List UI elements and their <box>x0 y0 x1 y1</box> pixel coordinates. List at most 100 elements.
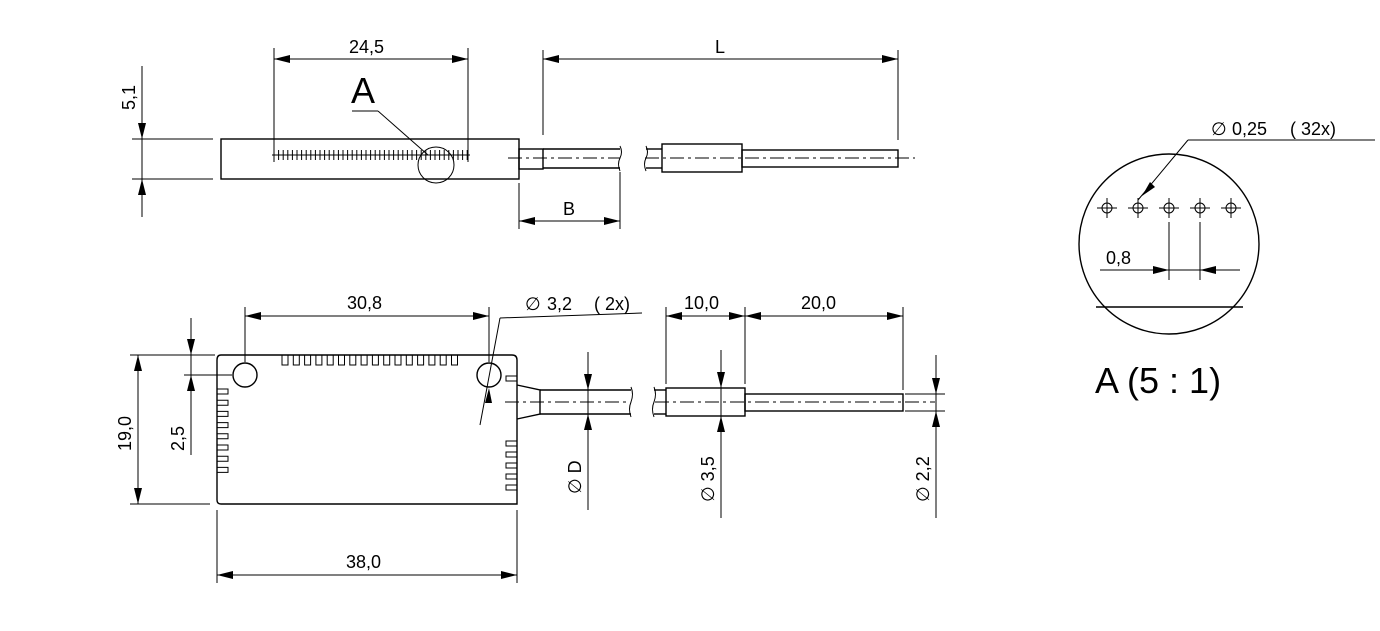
detail-view: ∅ 0,25 ( 32x) 0,8 A (5 : 1) <box>1078 119 1375 401</box>
arrow <box>485 388 492 403</box>
mounting-hole-left <box>232 362 258 388</box>
vent-slot <box>217 433 229 440</box>
dim-label-30-8: 30,8 <box>347 293 382 313</box>
vent-slot <box>217 399 229 406</box>
vent-slot <box>405 355 413 366</box>
detail-circle-large <box>1078 153 1260 335</box>
pads <box>1097 198 1241 218</box>
dim-label-3-5: ∅ 3,5 <box>698 456 718 502</box>
slots-right <box>505 375 517 491</box>
vent-slot <box>394 355 402 366</box>
comb-ticks <box>273 150 468 160</box>
arrow <box>932 378 940 394</box>
arrow <box>932 411 940 427</box>
dim-hole-dia-symbol: ∅ <box>525 294 541 314</box>
vent-slot <box>217 388 229 395</box>
vent-slot <box>505 375 517 382</box>
slots-top <box>281 355 458 366</box>
dim-label-20-0: 20,0 <box>801 293 836 313</box>
top-view: A 24,5 L 5,1 <box>119 37 915 229</box>
arrow <box>519 217 535 225</box>
tail-top <box>741 149 899 168</box>
dim-label-D: ∅ D <box>565 460 585 494</box>
arrow <box>217 571 233 579</box>
hole-leader-underline <box>499 312 643 319</box>
vent-slot <box>326 355 334 366</box>
detail-circle <box>417 146 455 184</box>
arrow <box>666 312 682 320</box>
detail-marker-label: A <box>351 70 375 111</box>
slots-left <box>217 388 229 473</box>
vent-slot <box>217 455 229 462</box>
vent-slot <box>281 355 289 366</box>
arrow <box>882 55 898 63</box>
dim-label-38-0: 38,0 <box>346 552 381 572</box>
vent-slot <box>371 355 379 366</box>
arrow <box>138 123 146 139</box>
vent-slot <box>505 462 517 469</box>
arrow <box>1153 266 1169 274</box>
sensor-body-top <box>220 138 520 180</box>
dim-label-24-5: 24,5 <box>349 37 384 57</box>
vent-slot <box>338 355 345 366</box>
vent-slot <box>417 355 425 366</box>
tail-front <box>744 393 904 412</box>
arrow <box>1200 266 1216 274</box>
arrow <box>584 374 592 390</box>
arrow <box>245 312 261 320</box>
mounting-hole-right <box>476 362 502 388</box>
detail-pad-diameter: 0,25 <box>1232 119 1267 139</box>
dim-label-2-2: ∅ 2,2 <box>913 456 933 502</box>
break-line-front-right <box>652 386 656 418</box>
arrow <box>717 416 725 432</box>
front-view: ∅ 3,2 ( 2x) 30,8 10,0 20,0 <box>115 293 945 583</box>
vent-slot <box>304 355 312 366</box>
vent-slot <box>292 355 300 366</box>
arrow <box>187 375 195 391</box>
vent-slot <box>505 451 517 458</box>
vent-slot <box>349 355 357 366</box>
vent-slot <box>217 444 229 451</box>
dim-label-5-1: 5,1 <box>119 85 139 110</box>
dim-label-B: B <box>563 199 575 219</box>
arrow <box>543 55 559 63</box>
sensor-body-front <box>216 354 518 505</box>
arrow <box>501 571 517 579</box>
break-line-front-left <box>629 386 633 418</box>
arrow <box>473 312 489 320</box>
arrow <box>134 355 142 371</box>
arrow <box>584 414 592 430</box>
vent-slot <box>315 355 323 366</box>
detail-leader <box>377 110 429 156</box>
vent-slot <box>505 484 517 491</box>
arrow <box>134 488 142 504</box>
detail-pad-count: ( 32x) <box>1290 119 1336 139</box>
arrow <box>274 55 290 63</box>
arrow <box>452 55 468 63</box>
vent-slot <box>360 355 368 366</box>
dim-hole-dia: 3,2 <box>547 294 572 314</box>
vent-slot <box>505 440 517 447</box>
vent-slot <box>451 355 458 366</box>
break-line-left <box>618 145 622 172</box>
vent-slot <box>439 355 447 366</box>
detail-dia-symbol: ∅ <box>1211 119 1227 139</box>
arrow <box>887 312 903 320</box>
cable-top <box>518 148 544 170</box>
arrow <box>1142 182 1155 196</box>
dim-label-L: L <box>715 37 725 57</box>
vent-slot <box>217 422 229 429</box>
dim-label-2-5: 2,5 <box>168 426 188 451</box>
vent-slot <box>217 466 229 473</box>
arrow <box>717 372 725 388</box>
detail-title: A (5 : 1) <box>1095 360 1221 401</box>
vent-slot <box>505 473 517 480</box>
vent-slot <box>428 355 436 366</box>
cable-entry <box>516 384 541 420</box>
vent-slot <box>217 410 229 417</box>
vent-slot <box>383 355 391 366</box>
arrow <box>729 312 745 320</box>
detail-pitch-label: 0,8 <box>1106 248 1131 268</box>
hole-leader <box>479 317 501 426</box>
